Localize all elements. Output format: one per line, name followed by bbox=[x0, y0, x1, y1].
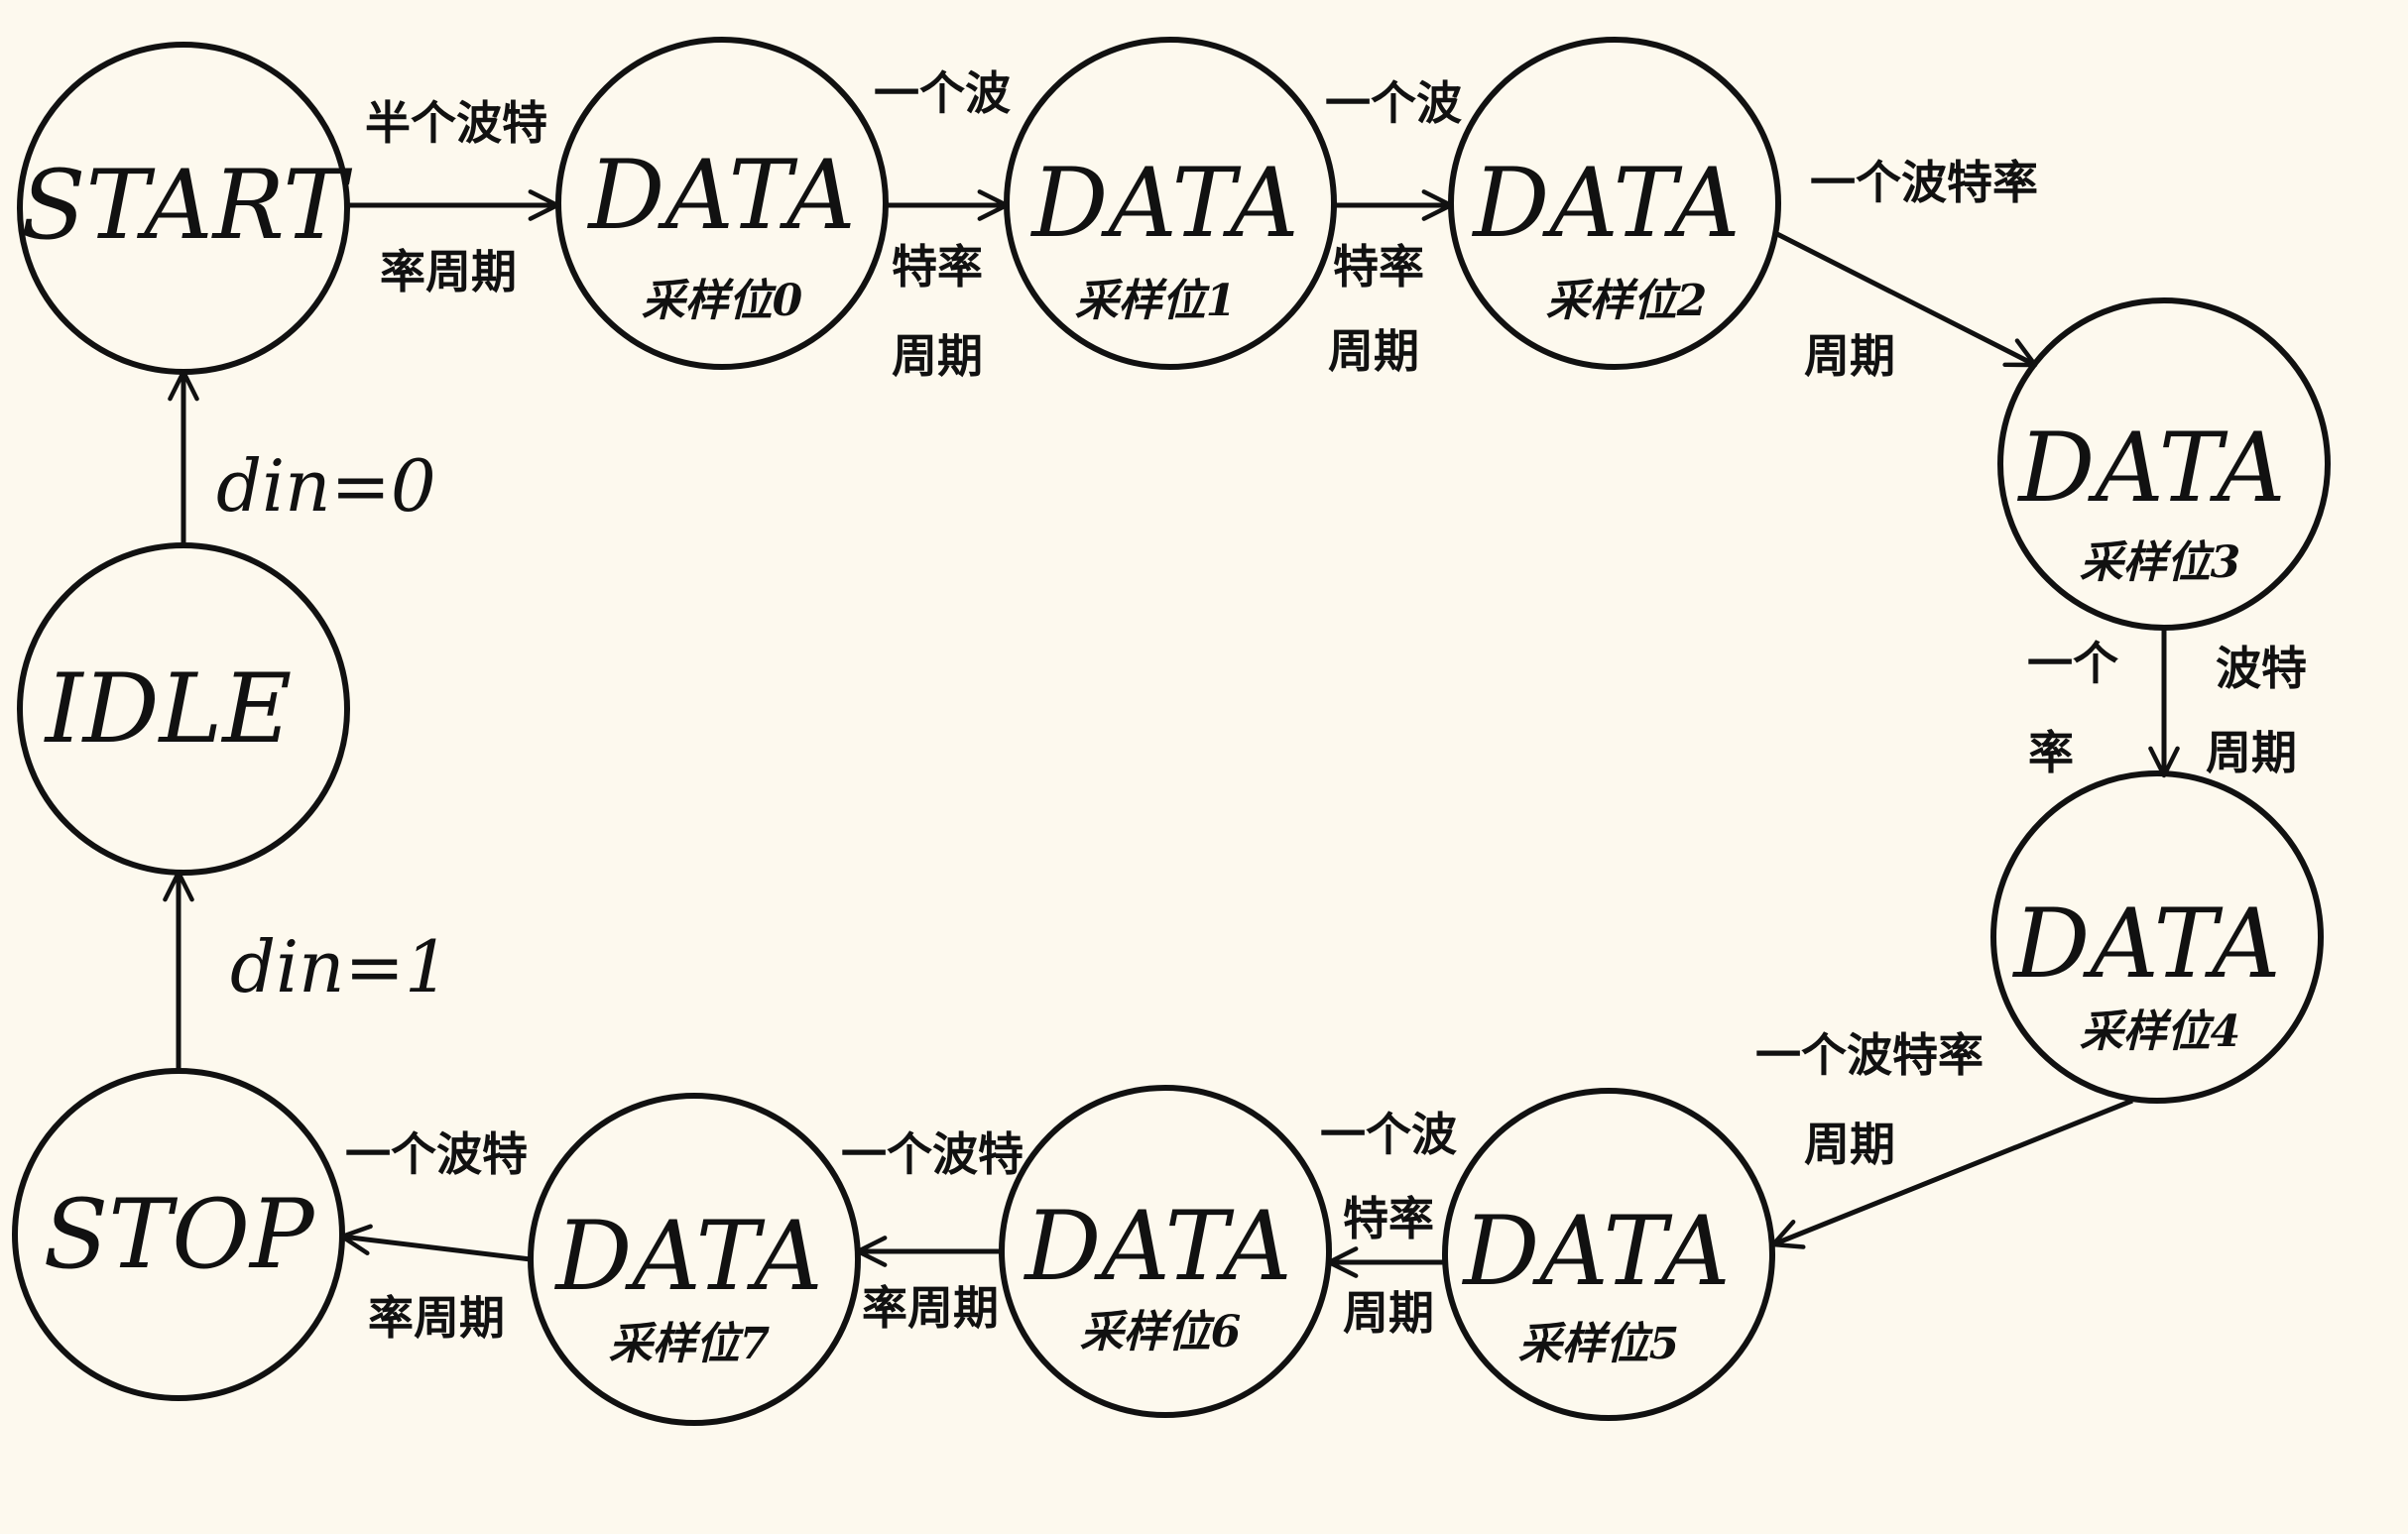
state-data7-sub: 采样位7 bbox=[609, 1319, 771, 1369]
label-data6-to-data7-line1: 一个波特 bbox=[841, 1127, 1023, 1181]
label-data4-to-data5-line2: 周期 bbox=[1804, 1118, 1895, 1171]
label-data6-to-data7-line2: 率周期 bbox=[862, 1281, 999, 1335]
state-data7-name: DATA bbox=[553, 1201, 822, 1312]
label-data2-to-data3-line1: 一个波特率 bbox=[1810, 156, 2038, 209]
label-data5-to-data6-line1: 一个波 bbox=[1320, 1108, 1457, 1161]
label-data3-to-data4-line1: 一个 bbox=[2027, 637, 2118, 690]
label-data1-to-data2-line2: 特率 bbox=[1333, 240, 1424, 294]
label-data3-to-data4-line2: 率 bbox=[2028, 726, 2074, 779]
label-data3-to-data4: 一个 率 波特 周期 bbox=[2027, 637, 2307, 779]
state-data3: DATA 采样位3 bbox=[1997, 297, 2331, 631]
edge-data2-to-data3 bbox=[1773, 230, 2038, 368]
label-data0-to-data1-line1: 一个波 bbox=[874, 66, 1011, 120]
label-idle-to-start-condition: din=0 bbox=[216, 444, 436, 528]
label-data3-to-data4-line4: 周期 bbox=[2206, 726, 2297, 779]
state-data4-sub: 采样位4 bbox=[2080, 1006, 2241, 1057]
state-data7: DATA 采样位7 bbox=[528, 1093, 861, 1426]
state-data4-name: DATA bbox=[2011, 888, 2280, 1000]
label-data1-to-data2-line3: 周期 bbox=[1328, 324, 1419, 378]
state-data0-sub: 采样位0 bbox=[642, 276, 803, 326]
state-data0-name: DATA bbox=[586, 140, 855, 251]
state-data5: DATA 采样位5 bbox=[1442, 1088, 1775, 1421]
label-data5-to-data6-line2: 特率 bbox=[1343, 1192, 1434, 1245]
label-data7-to-stop-line1: 一个波特 bbox=[345, 1127, 528, 1181]
state-data1-sub: 采样位1 bbox=[1075, 276, 1237, 326]
state-start-name: START bbox=[21, 150, 352, 261]
label-data7-to-stop: 一个波特 率周期 bbox=[345, 1127, 528, 1345]
state-data3-sub: 采样位3 bbox=[2080, 537, 2241, 588]
state-data4: DATA 采样位4 bbox=[1990, 770, 2324, 1104]
state-data1-name: DATA bbox=[1029, 148, 1298, 259]
label-data0-to-data1-line2: 特率 bbox=[892, 240, 983, 294]
label-data5-to-data6: 一个波 特率 周期 bbox=[1320, 1108, 1457, 1340]
label-data5-to-data6-line3: 周期 bbox=[1343, 1286, 1434, 1340]
state-data2-sub: 采样位2 bbox=[1546, 276, 1708, 326]
state-data6-sub: 采样位6 bbox=[1080, 1307, 1242, 1357]
state-data5-name: DATA bbox=[1461, 1196, 1730, 1307]
label-start-to-data0-line1: 半个波特 bbox=[365, 96, 547, 150]
state-data3-name: DATA bbox=[2016, 413, 2285, 524]
label-data2-to-data3: 一个波特率 周期 bbox=[1804, 156, 2038, 383]
label-data3-to-data4-line3: 波特 bbox=[2216, 642, 2307, 695]
label-stop-to-idle-condition: din=1 bbox=[230, 925, 450, 1008]
state-data6: DATA 采样位6 bbox=[999, 1085, 1332, 1418]
state-start: START bbox=[17, 42, 352, 375]
label-data0-to-data1: 一个波 特率 周期 bbox=[874, 66, 1011, 383]
state-data2-name: DATA bbox=[1471, 148, 1740, 259]
label-data2-to-data3-line2: 周期 bbox=[1804, 329, 1895, 383]
state-data0: DATA 采样位0 bbox=[555, 37, 889, 370]
state-data1: DATA 采样位1 bbox=[1004, 37, 1337, 370]
label-start-to-data0: 半个波特 率周期 bbox=[365, 96, 547, 298]
edge-data4-to-data5 bbox=[1770, 1098, 2133, 1249]
state-data6-name: DATA bbox=[1023, 1191, 1291, 1302]
state-idle: IDLE bbox=[17, 542, 350, 876]
state-data5-sub: 采样位5 bbox=[1518, 1319, 1680, 1369]
state-data2: DATA 采样位2 bbox=[1448, 37, 1781, 370]
state-stop-name: STOP bbox=[43, 1179, 315, 1290]
label-data4-to-data5-line1: 一个波特率 bbox=[1755, 1028, 1984, 1082]
label-start-to-data0-line2: 率周期 bbox=[380, 245, 517, 298]
label-data7-to-stop-line2: 率周期 bbox=[368, 1291, 505, 1345]
label-data1-to-data2: 一个波 特率 周期 bbox=[1325, 76, 1462, 378]
label-data6-to-data7: 一个波特 率周期 bbox=[841, 1127, 1023, 1335]
state-stop: STOP bbox=[12, 1068, 345, 1401]
label-data1-to-data2-line1: 一个波 bbox=[1325, 76, 1462, 130]
label-data0-to-data1-line3: 周期 bbox=[892, 329, 983, 383]
state-idle-name: IDLE bbox=[44, 653, 293, 765]
edge-data7-to-stop bbox=[339, 1224, 532, 1262]
label-data4-to-data5: 一个波特率 周期 bbox=[1755, 1028, 1984, 1171]
